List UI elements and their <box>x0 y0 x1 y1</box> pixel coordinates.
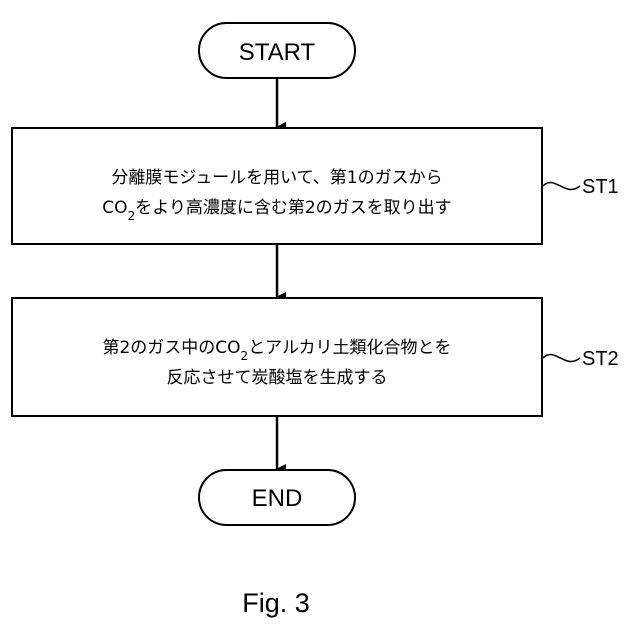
process-box-st2: 第2のガス中のCO2とアルカリ土類化合物とを 反応させて炭酸塩を生成する <box>12 298 542 416</box>
end-terminal: END <box>199 470 355 525</box>
start-terminal: START <box>199 23 355 78</box>
start-label: START <box>239 39 316 66</box>
st1-text-line1: 分離膜モジュールを用いて、第1のガスから <box>111 168 442 188</box>
end-label: END <box>252 485 303 512</box>
st1-subscript: 2 <box>128 209 136 223</box>
st2-subscript: 2 <box>241 349 249 363</box>
st2-step-label: ST2 <box>582 348 619 370</box>
st1-leader-line <box>543 183 580 190</box>
st1-step-label: ST1 <box>582 176 619 198</box>
st2-text-line2: 反応させて炭酸塩を生成する <box>167 368 388 388</box>
st2-leader-line <box>543 355 580 362</box>
figure-caption: Fig. 3 <box>242 588 310 618</box>
process-box-st1: 分離膜モジュールを用いて、第1のガスから CO2をより高濃度に含む第2のガスを取… <box>12 128 542 244</box>
